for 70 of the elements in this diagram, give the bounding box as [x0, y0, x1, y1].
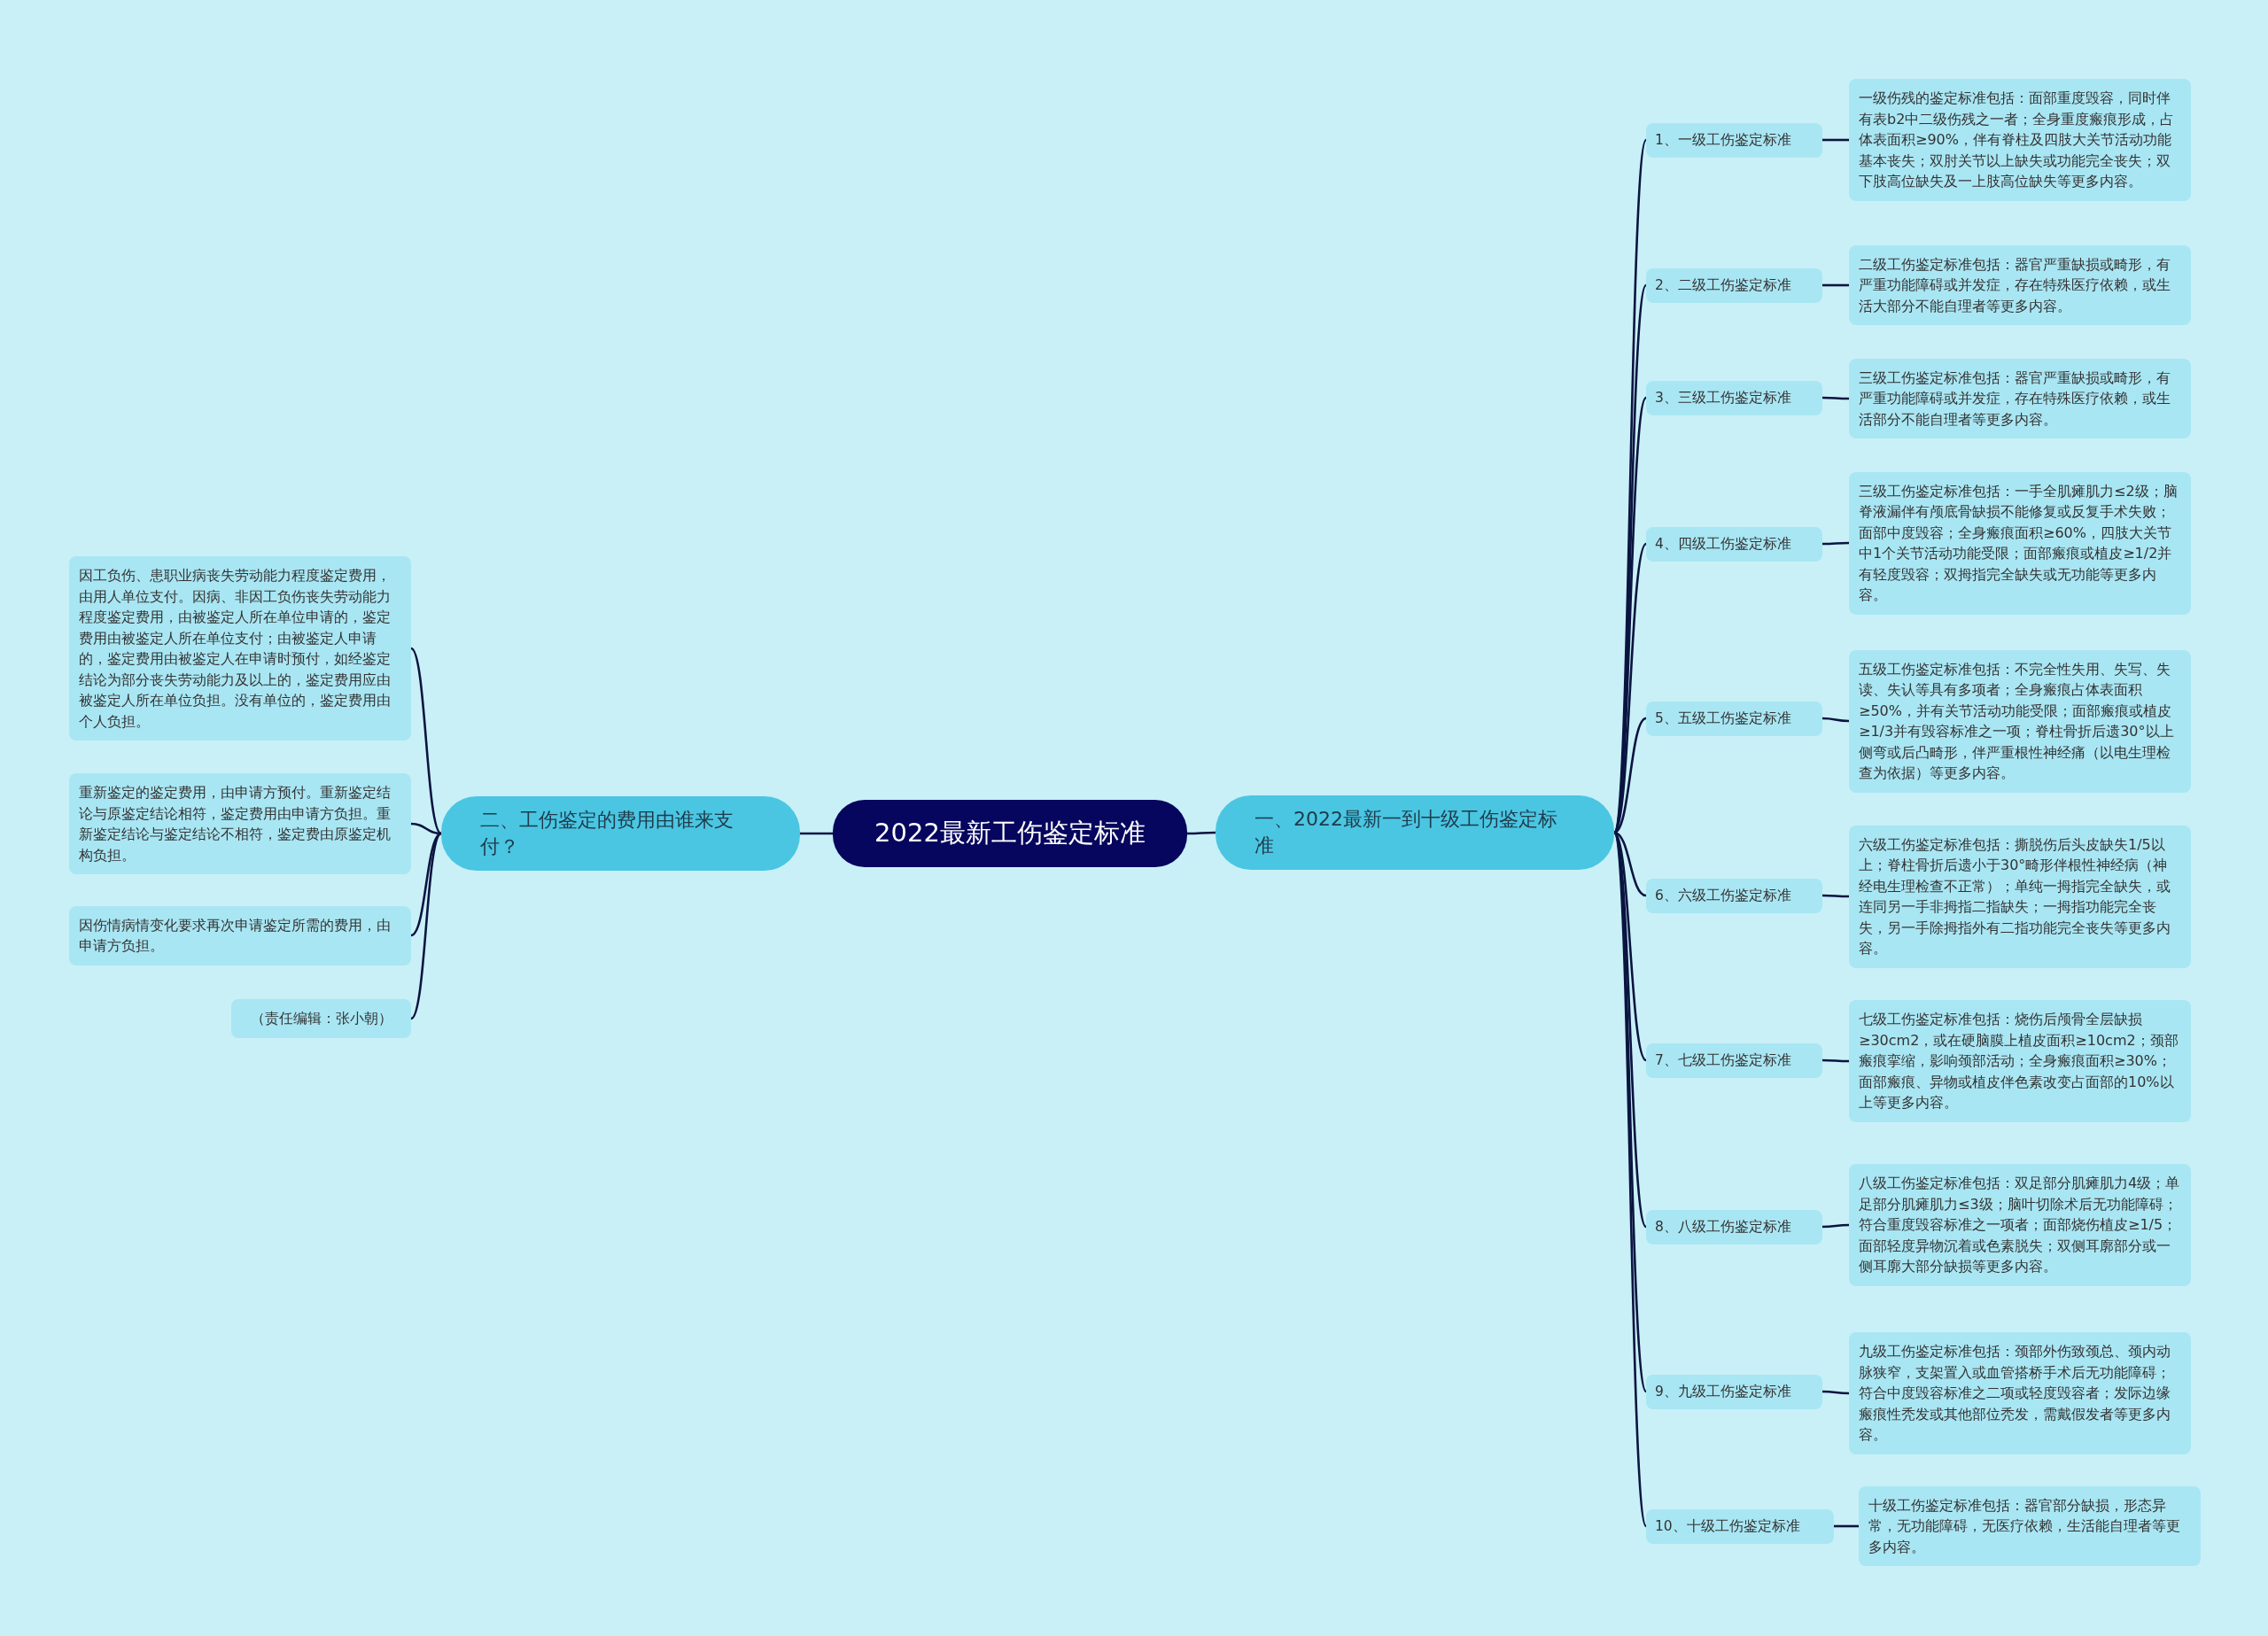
subtopic	[1646, 1508, 1834, 1544]
subtopic-text: 9、九级工伤鉴定标准	[1655, 1382, 1792, 1401]
connector-line	[800, 832, 833, 835]
connector-line	[1187, 831, 1216, 835]
detail-text: 十级工伤鉴定标准包括：器官部分缺损，形态异常，无功能障碍，无医疗依赖，生活能自理者等更多内容。	[1868, 1495, 2181, 1557]
detail-box	[69, 556, 411, 740]
subtopic-text: 6、六级工伤鉴定标准	[1655, 886, 1792, 905]
connector-line	[1613, 717, 1647, 834]
connector-line	[410, 822, 442, 835]
connector-line	[1822, 396, 1849, 400]
detail-text: 八级工伤鉴定标准包括：双足部分肌瘫肌力4级；单足部分肌瘫肌力≤3级；脑叶切除术后无功能障碍；符合重度毁容标准之一项者；面部烧伤植皮≥1/5；面部轻度异物沉着或色素脱失；双侧耳廓部分或一侧耳廓大部分缺损等更多内容。	[1859, 1174, 2181, 1276]
note-box	[231, 999, 411, 1038]
subtopic-text: 1、一级工伤鉴定标准	[1655, 130, 1792, 150]
main-topic-text: 二、工伤鉴定的费用由谁来支付？	[480, 808, 734, 859]
connector-line	[1822, 1223, 1849, 1229]
subtopic-text: 7、七级工伤鉴定标准	[1655, 1051, 1792, 1070]
central-topic-text: 2022最新工伤鉴定标准	[874, 817, 1146, 849]
subtopic	[1646, 878, 1822, 913]
detail-box	[1849, 825, 2191, 968]
detail-text: 因工负伤、患职业病丧失劳动能力程度鉴定费用，由用人单位支付。因病、非因工负伤丧失劳动能力程度鉴定费用，由被鉴定人所在单位申请的，鉴定费用由被鉴定人所在单位支付；由被鉴定人申请的，鉴定费用由被鉴定人在申请时预付，如经鉴定结论为部分丧失劳动能力及以上的，鉴定费用应由被鉴定人所在单位负担。没有单位的，鉴定费用由个人负担。	[79, 566, 392, 732]
connector-line	[1822, 541, 1849, 546]
subtopic	[1646, 122, 1822, 158]
main-topic-text: 一、2022最新一到十级工伤鉴定标准	[1254, 807, 1558, 858]
main-topic	[1216, 795, 1614, 870]
detail-box	[1849, 1164, 2191, 1286]
connector-line	[1822, 283, 1849, 287]
detail-text: 三级工伤鉴定标准包括：一手全肌瘫肌力≤2级；脑脊液漏伴有颅底骨缺损不能修复或反复手术失败；面部中度毁容；全身瘢痕面积≥60%，四肢大关节中1个关节活动功能受限；面部瘢痕或植皮≥1/2并有轻度毁容；双拇指完全缺失或无功能等更多内容。	[1859, 481, 2179, 605]
detail-text: 五级工伤鉴定标准包括：不完全性失用、失写、失读、失认等具有多项者；全身瘢痕占体表面积≥50%，并有关节活动功能受限；面部瘢痕或植皮≥1/3并有毁容标准之一项；脊柱骨折后遗30°以上侧弯或后凸畸形，伴严重根性神经痛（以电生理检查为依据）等更多内容。	[1859, 659, 2175, 783]
detail-box	[1849, 244, 2191, 325]
detail-box	[1849, 649, 2191, 793]
subtopic-text: 3、三级工伤鉴定标准	[1655, 388, 1792, 407]
note-text: （责任编辑：张小朝）	[249, 1009, 393, 1028]
connector-line	[1822, 894, 1849, 898]
connector-line	[1821, 717, 1850, 723]
detail-box	[1849, 79, 2191, 201]
subtopic-text: 10、十级工伤鉴定标准	[1655, 1516, 1801, 1536]
subtopic-text: 8、八级工伤鉴定标准	[1655, 1217, 1792, 1237]
detail-text: 六级工伤鉴定标准包括：撕脱伤后头皮缺失1/5以上；脊柱骨折后遗小于30°畸形伴根性神经病（神经电生理检查不正常）；单纯一拇指完全缺失，或连同另一手非拇指二指缺失；一拇指功能完全丧失，另一手除拇指外有二指功能完全丧失等更多内容。	[1859, 834, 2171, 958]
detail-text: 九级工伤鉴定标准包括：颈部外伤致颈总、颈内动脉狭窄，支架置入或血管搭桥手术后无功能障碍；符合中度毁容标准之二项或轻度毁容者；发际边缘瘢痕性秃发或其他部位秃发，需戴假发者等更多内容。	[1859, 1342, 2171, 1445]
connector-line	[1613, 831, 1647, 897]
subtopic-text: 4、四级工伤鉴定标准	[1655, 534, 1792, 554]
detail-box	[1849, 358, 2191, 438]
detail-text: 三级工伤鉴定标准包括：器官严重缺损或畸形，有严重功能障碍或并发症，存在特殊医疗依赖，或生活部分不能自理者等更多内容。	[1859, 368, 2171, 430]
subtopic	[1646, 380, 1822, 415]
subtopic	[1646, 1374, 1822, 1409]
subtopic	[1646, 701, 1822, 736]
detail-text: 重新鉴定的鉴定费用，由申请方预付。重新鉴定结论与原鉴定结论相符，鉴定费用由申请方负担。重新鉴定结论与鉴定结论不相符，鉴定费由原鉴定机构负担。	[79, 783, 392, 865]
detail-box	[69, 773, 411, 874]
connector-line	[1822, 138, 1849, 142]
detail-box	[1849, 1332, 2191, 1454]
connector-line	[410, 833, 442, 1020]
detail-text: 因伤情病情变化要求再次申请鉴定所需的费用，由申请方负担。	[79, 915, 392, 956]
subtopic	[1646, 267, 1822, 303]
detail-text: 二级工伤鉴定标准包括：器官严重缺损或畸形，有严重功能障碍或并发症，存在特殊医疗依赖，或生活大部分不能自理者等更多内容。	[1859, 254, 2171, 316]
subtopic-text: 2、二级工伤鉴定标准	[1655, 275, 1792, 295]
subtopic	[1646, 1043, 1822, 1078]
connector-line	[1822, 1058, 1849, 1063]
subtopic	[1646, 526, 1822, 562]
connector-line	[1834, 1524, 1859, 1528]
connector-line	[410, 832, 442, 937]
connector-line	[410, 647, 442, 834]
connector-line	[1822, 1390, 1849, 1395]
subtopic	[1646, 1209, 1822, 1244]
detail-text: 七级工伤鉴定标准包括：烧伤后颅骨全层缺损≥30cm2，或在硬脑膜上植皮面积≥10cm2；颈部瘢痕挛缩，影响颈部活动；全身瘢痕面积≥30%；面部瘢痕、异物或植皮伴色素改变占面部的10%以上等更多内容。	[1859, 1010, 2179, 1113]
detail-box	[1849, 1000, 2191, 1122]
subtopic-text: 5、五级工伤鉴定标准	[1655, 709, 1792, 728]
detail-box	[69, 905, 411, 965]
detail-box	[1849, 471, 2191, 615]
detail-text: 一级伤残的鉴定标准包括：面部重度毁容，同时伴有表b2中二级伤残之一者；全身重度瘢痕形成，占体表面积≥90%，伴有脊柱及四肢大关节活动功能基本丧失；双肘关节以上缺失或功能完全丧失；双下肢高位缺失及一上肢高位缺失等更多内容。	[1859, 89, 2176, 191]
detail-box	[1859, 1485, 2201, 1566]
